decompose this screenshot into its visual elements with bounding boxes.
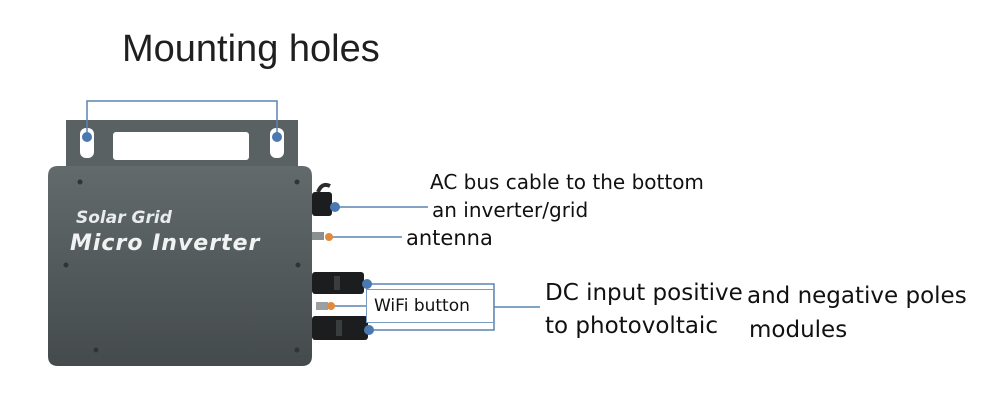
dc-label-line2: to photovoltaic	[545, 313, 718, 339]
antenna-label: antenna	[406, 226, 493, 250]
ac-label-line1: AC bus cable to the bottom	[430, 170, 704, 194]
wifi-label-box	[366, 289, 494, 323]
brand-line1: Solar Grid	[76, 208, 173, 228]
dc-connector-top-ring	[334, 276, 340, 290]
dc-label-line1: DC input positive	[545, 280, 743, 306]
marker-wifi	[327, 302, 335, 310]
antenna-nub	[312, 232, 324, 240]
screw	[294, 347, 300, 353]
marker-antenna	[325, 233, 333, 241]
marker-ac	[330, 202, 340, 212]
screw	[294, 179, 300, 185]
screw	[77, 179, 83, 185]
poles-label-line2: modules	[749, 317, 848, 343]
screw	[295, 262, 301, 268]
marker-hole-right	[272, 132, 282, 142]
ac-connector	[312, 192, 332, 216]
marker-dc-bottom	[364, 325, 374, 335]
marker-hole-left	[82, 132, 92, 142]
screw	[63, 262, 69, 268]
marker-dc-top	[362, 279, 372, 289]
ac-label-line2: an inverter/grid	[432, 198, 589, 222]
dc-connector-bottom-ring	[336, 320, 342, 336]
poles-label-line1: and negative poles	[747, 283, 967, 309]
bracket-slot	[113, 132, 249, 160]
screw	[93, 347, 99, 353]
ac-cable-loop	[316, 182, 331, 193]
wifi-button-label: WiFi button	[374, 296, 470, 316]
wifi-button-nub	[316, 302, 328, 310]
mounting-holes-leader	[86, 100, 278, 136]
diagram-title: Mounting holes	[122, 28, 380, 70]
brand-line2: Micro Inverter	[70, 231, 260, 256]
inverter-body	[48, 166, 312, 366]
